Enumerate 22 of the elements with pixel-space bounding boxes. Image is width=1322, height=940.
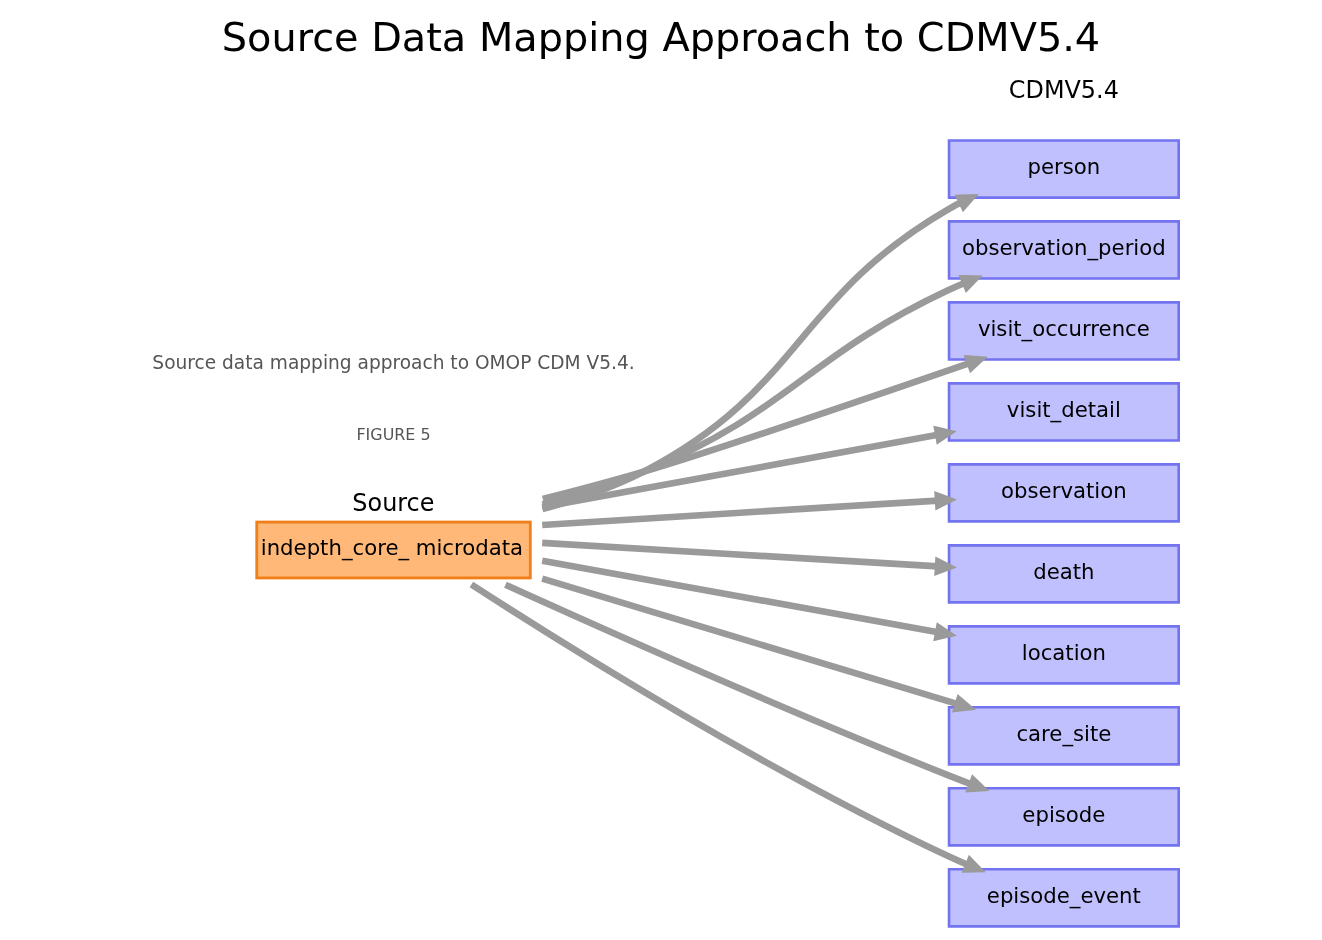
diagram-title: Source Data Mapping Approach to CDMV5.4 xyxy=(221,13,1101,60)
arrow xyxy=(541,194,979,513)
caption: Source data mapping approach to OMOP CDM V5.4. xyxy=(152,352,635,374)
node-box: observation xyxy=(947,463,1180,523)
node-box: care_site xyxy=(947,705,1180,766)
label: CDMV5.4 xyxy=(1008,75,1119,104)
arrow xyxy=(541,557,957,642)
node-box: death xyxy=(947,544,1180,604)
node-box: episode_event xyxy=(947,867,1180,928)
label: FIGURE 5 xyxy=(356,424,431,444)
node-box: location xyxy=(947,624,1180,685)
node-box: visit_detail xyxy=(947,382,1180,442)
node-box: person xyxy=(947,139,1180,199)
node-box: observation_period xyxy=(947,220,1180,280)
arrow xyxy=(469,581,986,873)
arrow xyxy=(504,581,990,793)
arrow xyxy=(541,354,988,503)
node-box: episode xyxy=(947,786,1180,847)
arrow xyxy=(541,575,976,713)
node-label: Source xyxy=(352,488,435,517)
node-box: visit_occurrence xyxy=(947,301,1180,361)
arrow xyxy=(541,425,957,511)
